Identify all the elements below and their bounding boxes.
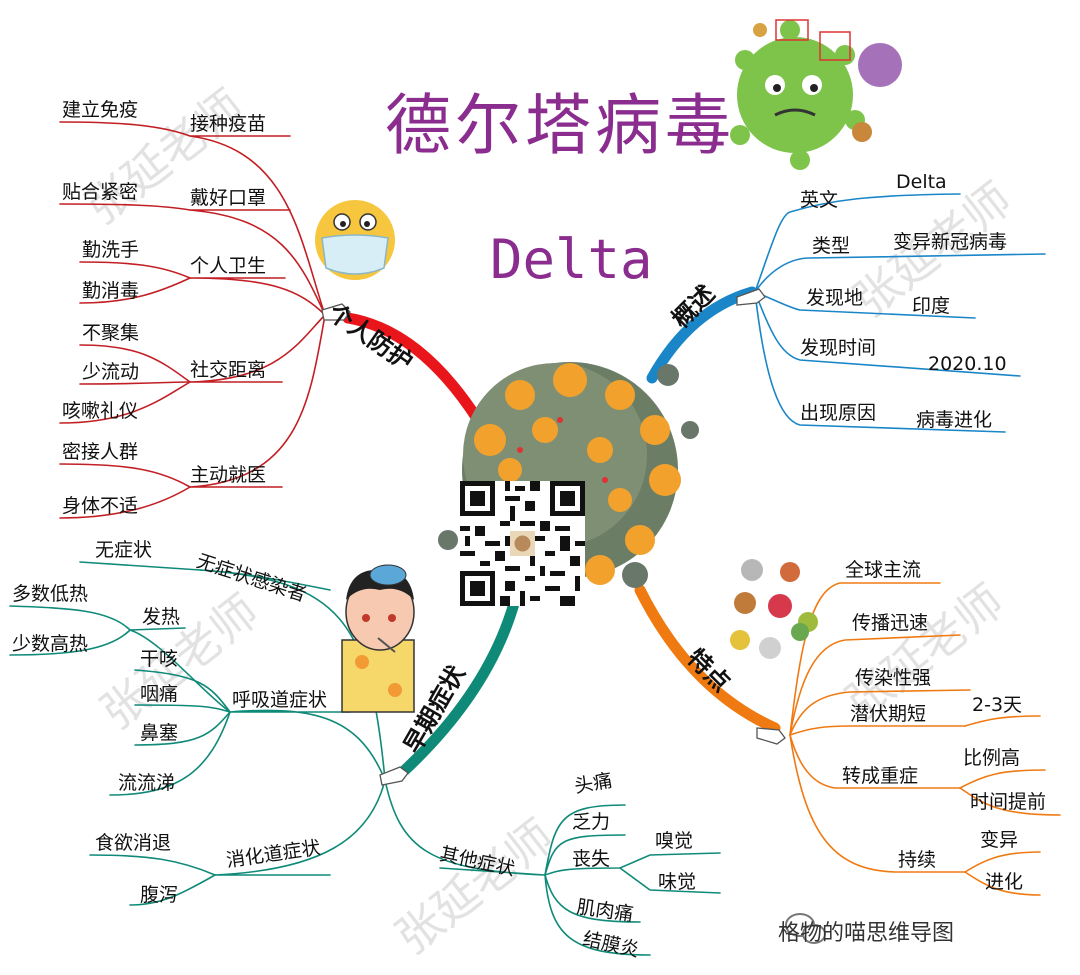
leaf: 病毒进化 <box>916 409 993 431</box>
leaf: 变异 <box>980 829 1019 851</box>
source-label: 格物的喵思维导图 <box>778 921 955 946</box>
leaf: 2020.10 <box>928 353 1007 375</box>
leaf: 少数高热 <box>12 633 89 655</box>
node: 社交距离 <box>190 359 267 381</box>
pointing-hand-icon <box>321 288 786 786</box>
node: 全球主流 <box>845 559 922 581</box>
leaf: 2-3天 <box>972 694 1023 716</box>
leaf: 多数低热 <box>12 583 89 605</box>
leaf: 贴合紧密 <box>62 181 139 203</box>
leaf: Delta <box>896 171 947 193</box>
virus-cartoon-icon <box>730 19 902 170</box>
sick-person-icon <box>341 564 415 713</box>
qr-code-icon[interactable] <box>460 481 585 606</box>
leaf: 密接人群 <box>62 441 139 463</box>
node: 潜伏期短 <box>850 703 927 725</box>
leaf: 嗅觉 <box>655 830 694 852</box>
leaf: 少流动 <box>82 361 140 383</box>
node: 发现地 <box>806 287 864 309</box>
node: 发现时间 <box>800 337 877 359</box>
leaf: 丧失 <box>572 848 611 870</box>
leaf: 咽痛 <box>140 683 179 705</box>
leaf: 干咳 <box>140 648 179 670</box>
wechat-icon <box>785 913 826 944</box>
node: 转成重症 <box>842 765 919 787</box>
leaf: 建立免疫 <box>62 99 139 121</box>
leaf: 咳嗽礼仪 <box>62 400 139 422</box>
leaf: 进化 <box>985 871 1024 893</box>
leaf: 食欲消退 <box>95 832 172 854</box>
page-title: 德尔塔病毒 <box>385 87 735 164</box>
page-subtitle: Delta <box>490 228 653 291</box>
features-main-branch <box>634 584 781 734</box>
leaf: 勤消毒 <box>82 280 140 302</box>
mask-face-icon <box>315 200 395 280</box>
leaf: 变异新冠病毒 <box>893 231 1008 253</box>
protect-main-branch <box>342 312 484 426</box>
node: 接种疫苗 <box>190 113 267 135</box>
leaf: 鼻塞 <box>140 722 179 744</box>
node: 传染性强 <box>855 667 932 689</box>
node: 英文 <box>800 189 839 211</box>
node: 主动就医 <box>190 464 267 486</box>
node: 类型 <box>812 235 851 257</box>
node: 呼吸道症状 <box>232 689 328 711</box>
leaf: 无症状 <box>95 539 153 561</box>
leaf: 流流涕 <box>118 772 176 794</box>
node: 出现原因 <box>800 402 877 424</box>
leaf: 腹泻 <box>140 884 179 906</box>
leaf: 发热 <box>142 606 181 628</box>
leaf: 时间提前 <box>970 791 1047 813</box>
leaf: 味觉 <box>658 871 697 893</box>
leaf: 勤洗手 <box>82 239 140 261</box>
node: 传播迅速 <box>852 612 929 634</box>
leaf: 身体不适 <box>62 495 139 517</box>
leaf: 比例高 <box>963 747 1021 769</box>
node: 个人卫生 <box>190 255 267 277</box>
node: 持续 <box>898 849 937 871</box>
leaf: 不聚集 <box>82 322 140 344</box>
leaf: 乏力 <box>572 811 611 833</box>
leaf: 印度 <box>912 295 951 317</box>
symptoms-main-branch <box>399 594 521 776</box>
node: 戴好口罩 <box>190 187 267 209</box>
small-viruses-icon <box>730 559 818 659</box>
